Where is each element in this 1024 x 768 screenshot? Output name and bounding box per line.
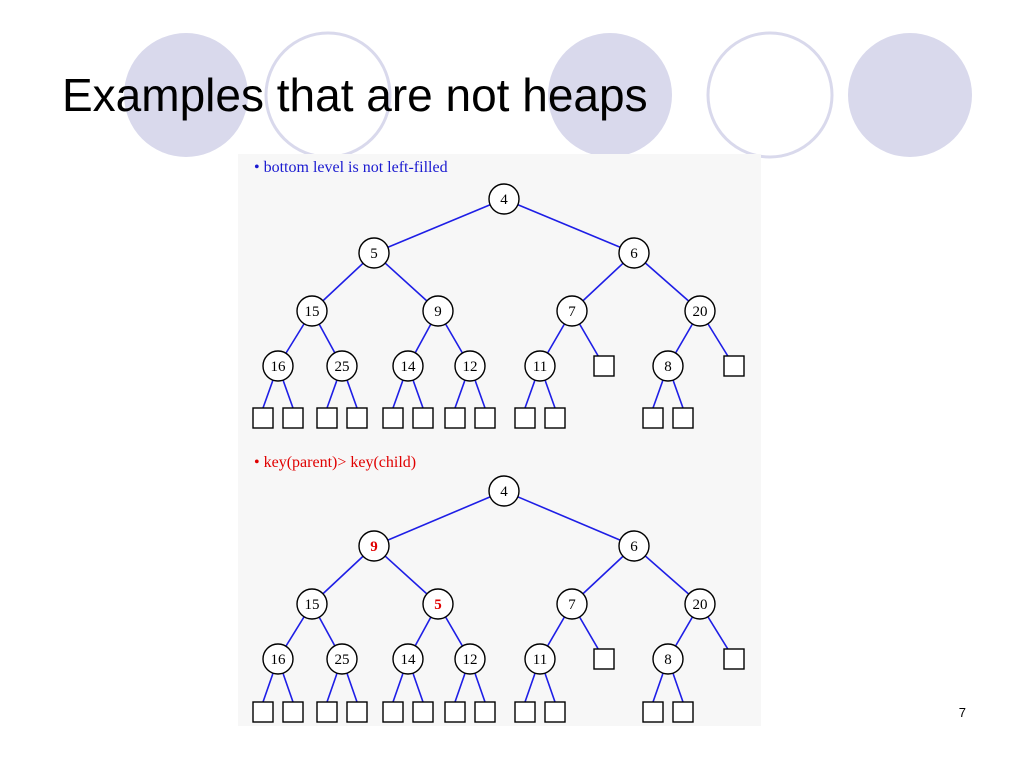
empty-leaf-square xyxy=(723,648,745,670)
tree-node xyxy=(488,183,520,215)
tree-node-label: 9 xyxy=(370,539,378,555)
tree-node-label: 25 xyxy=(335,652,350,668)
tree-node xyxy=(422,588,454,620)
slide-title: Examples that are not heaps xyxy=(62,69,648,121)
tree-node xyxy=(296,295,328,327)
empty-leaf-square xyxy=(412,701,434,723)
heap-tree-not-left-filled: • bottom level is not left-filled 4 5 6 15 9 7… xyxy=(252,159,745,429)
empty-leaf-square xyxy=(316,701,338,723)
tree-node xyxy=(454,350,486,382)
tree-node xyxy=(684,588,716,620)
tree-node xyxy=(358,530,390,562)
tree-node xyxy=(556,295,588,327)
tree-node-label: 5 xyxy=(434,597,442,613)
tree-node-label: 20 xyxy=(693,597,708,613)
tree-node-label: 15 xyxy=(305,597,320,613)
tree-node-label: 12 xyxy=(463,359,478,375)
empty-leaf-square xyxy=(346,407,368,429)
tree-node xyxy=(652,643,684,675)
tree-node-label: 6 xyxy=(630,539,638,555)
tree-node-label: 14 xyxy=(401,652,417,668)
tree-node xyxy=(556,588,588,620)
empty-leaf-square xyxy=(316,407,338,429)
tree-node-label: 16 xyxy=(271,652,287,668)
tree-node-label: 7 xyxy=(568,597,576,613)
tree-node-label: 25 xyxy=(335,359,350,375)
empty-leaf-square xyxy=(593,355,615,377)
tree-node-label: 20 xyxy=(693,304,708,320)
tree-node-label: 14 xyxy=(401,359,417,375)
tree-node-label: 5 xyxy=(370,246,378,262)
bullet-caption: • bottom level is not left-filled xyxy=(254,159,448,176)
tree-edge xyxy=(373,490,505,547)
empty-leaf-square xyxy=(474,701,496,723)
empty-leaf-square xyxy=(514,701,536,723)
empty-leaf-square xyxy=(444,701,466,723)
empty-leaf-square xyxy=(672,407,694,429)
empty-leaf-square xyxy=(382,701,404,723)
page-number: 7 xyxy=(958,705,966,720)
tree-node xyxy=(524,643,556,675)
tree-node xyxy=(392,643,424,675)
tree-edge xyxy=(373,198,505,254)
tree-node-label: 4 xyxy=(500,192,508,208)
empty-leaf-square xyxy=(382,407,404,429)
tree-node xyxy=(524,350,556,382)
empty-leaf-square xyxy=(593,648,615,670)
tree-node-label: 8 xyxy=(664,652,672,668)
heap-tree-key-order-violated: • key(parent)> key(child) 4 9 6 15 5 7 20 16 25 14… xyxy=(252,454,745,723)
tree-node xyxy=(652,350,684,382)
empty-leaf-square xyxy=(544,407,566,429)
tree-node-label: 11 xyxy=(533,359,547,375)
deco-circle-filled xyxy=(124,33,248,157)
deco-circle-outline xyxy=(706,31,834,159)
tree-node xyxy=(326,350,358,382)
tree-node-label: 7 xyxy=(568,304,576,320)
empty-leaf-square xyxy=(514,407,536,429)
tree-node-label: 16 xyxy=(271,359,287,375)
tree-node xyxy=(326,643,358,675)
empty-leaf-square xyxy=(642,701,664,723)
tree-node xyxy=(358,237,390,269)
empty-leaf-square xyxy=(723,355,745,377)
empty-leaf-square xyxy=(672,701,694,723)
empty-leaf-square xyxy=(346,701,368,723)
empty-leaf-square xyxy=(544,701,566,723)
tree-node xyxy=(422,295,454,327)
tree-node-label: 8 xyxy=(664,359,672,375)
deco-circle-filled xyxy=(848,33,972,157)
empty-leaf-square xyxy=(282,701,304,723)
heap-trees-diagram: • bottom level is not left-filled 4 5 6 15 9 7… xyxy=(252,159,745,723)
empty-leaf-square xyxy=(252,701,274,723)
tree-node xyxy=(296,588,328,620)
tree-node xyxy=(392,350,424,382)
tree-node xyxy=(262,643,294,675)
empty-leaf-square xyxy=(444,407,466,429)
tree-edge xyxy=(503,198,635,254)
empty-leaf-square xyxy=(282,407,304,429)
tree-node xyxy=(262,350,294,382)
empty-leaf-square xyxy=(642,407,664,429)
decorative-circles xyxy=(124,31,972,159)
tree-node-label: 9 xyxy=(434,304,442,320)
tree-edge xyxy=(503,490,635,547)
tree-node-label: 11 xyxy=(533,652,547,668)
empty-leaf-square xyxy=(252,407,274,429)
tree-node-label: 12 xyxy=(463,652,478,668)
heap-examples-panel: • bottom level is not left-filled 4 5 6 15 9 7… xyxy=(238,154,761,726)
tree-node xyxy=(684,295,716,327)
tree-node xyxy=(488,475,520,507)
deco-circle-filled xyxy=(548,33,672,157)
tree-node xyxy=(618,530,650,562)
tree-node-label: 15 xyxy=(305,304,320,320)
tree-node xyxy=(618,237,650,269)
tree-node xyxy=(454,643,486,675)
tree-node-label: 4 xyxy=(500,484,508,500)
bullet-caption: • key(parent)> key(child) xyxy=(254,454,416,471)
tree-node-label: 6 xyxy=(630,246,638,262)
empty-leaf-square xyxy=(412,407,434,429)
empty-leaf-square xyxy=(474,407,496,429)
